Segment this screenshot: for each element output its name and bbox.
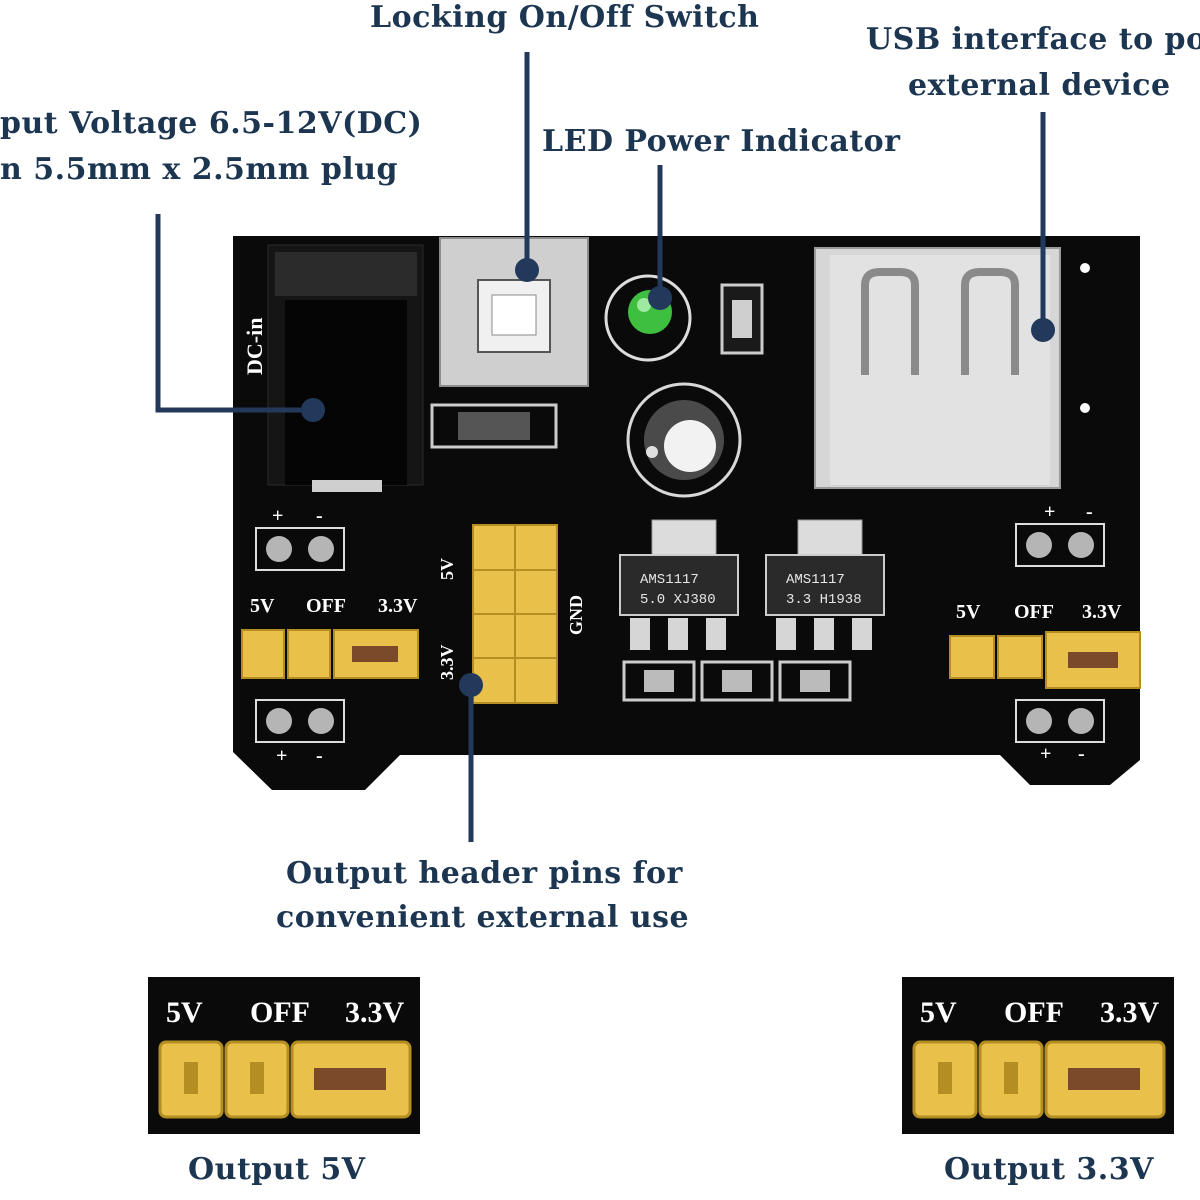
svg-text:+: + (1040, 743, 1051, 765)
svg-text:-: - (1086, 501, 1093, 523)
capacitor (626, 382, 742, 498)
reg1-text-1: AMS1117 (640, 572, 699, 588)
right-jumper-labels: 5V OFF 3.3V (956, 601, 1122, 623)
svg-text:3.3V: 3.3V (378, 595, 418, 617)
pointer-input (155, 214, 313, 413)
svg-text:5V: 5V (920, 996, 957, 1029)
header-5v-silk: 5V (437, 558, 457, 580)
left-top-rail-pins: + - (255, 505, 345, 571)
label-input-line-2: n 5.5mm x 2.5mm plug (0, 152, 398, 187)
header-gnd-silk: GND (566, 595, 586, 635)
svg-text:+: + (272, 505, 283, 527)
label-usb-line-2: external device (908, 68, 1171, 103)
regulator-5v: AMS1117 5.0 XJ380 (619, 519, 739, 650)
regulator-3v3: AMS1117 3.3 H1938 (765, 519, 885, 650)
reg2-text-2: 3.3 H1938 (786, 592, 862, 608)
header-33v-silk: 3.3V (437, 645, 457, 681)
smd-diode (430, 403, 558, 449)
right-jumper (949, 631, 1141, 689)
label-header-line-2: convenient external use (276, 900, 690, 935)
label-input-line-1: put Voltage 6.5-12V(DC) (0, 106, 423, 141)
svg-text:OFF: OFF (1014, 601, 1054, 623)
dc-barrel-jack: DC-in (242, 244, 424, 492)
left-bottom-rail-pins: + - (255, 699, 345, 767)
svg-text:-: - (316, 745, 323, 767)
output-header-pins: 5V 3.3V GND (437, 524, 586, 704)
closeup-5v: 5V OFF 3.3V (148, 977, 420, 1134)
locking-switch (439, 237, 589, 387)
led-indicator (604, 274, 692, 362)
dc-in-silkscreen: DC-in (242, 318, 267, 375)
reg1-text-2: 5.0 XJ380 (640, 592, 716, 608)
svg-text:5V: 5V (166, 996, 203, 1029)
svg-text:-: - (1078, 743, 1085, 765)
svg-text:OFF: OFF (1004, 996, 1064, 1029)
svg-text:-: - (316, 505, 323, 527)
label-led-indicator: LED Power Indicator (542, 124, 901, 159)
left-jumper-labels: 5V OFF 3.3V (250, 595, 418, 617)
svg-text:3.3V: 3.3V (345, 996, 405, 1029)
svg-text:3.3V: 3.3V (1082, 601, 1122, 623)
label-header-line-1: Output header pins for (286, 856, 683, 891)
label-usb-line-1: USB interface to pow (866, 22, 1200, 57)
left-jumper (241, 629, 419, 679)
svg-text:+: + (276, 745, 287, 767)
svg-text:3.3V: 3.3V (1100, 996, 1160, 1029)
label-output-3v3: Output 3.3V (944, 1152, 1154, 1187)
closeup-3v3: 5V OFF 3.3V (902, 977, 1174, 1134)
right-bottom-rail-pins: + - (1015, 699, 1105, 765)
pointer-lines (155, 52, 1055, 842)
right-top-rail-pins: + - (1015, 501, 1105, 567)
svg-text:5V: 5V (956, 601, 981, 623)
reg2-text-1: AMS1117 (786, 572, 845, 588)
svg-text:+: + (1044, 501, 1055, 523)
usb-connector (814, 247, 1090, 489)
smd-row (622, 660, 852, 702)
svg-text:OFF: OFF (306, 595, 346, 617)
label-output-5v: Output 5V (188, 1152, 366, 1187)
label-locking-switch: Locking On/Off Switch (370, 0, 760, 35)
svg-text:5V: 5V (250, 595, 275, 617)
svg-text:OFF: OFF (250, 996, 310, 1029)
